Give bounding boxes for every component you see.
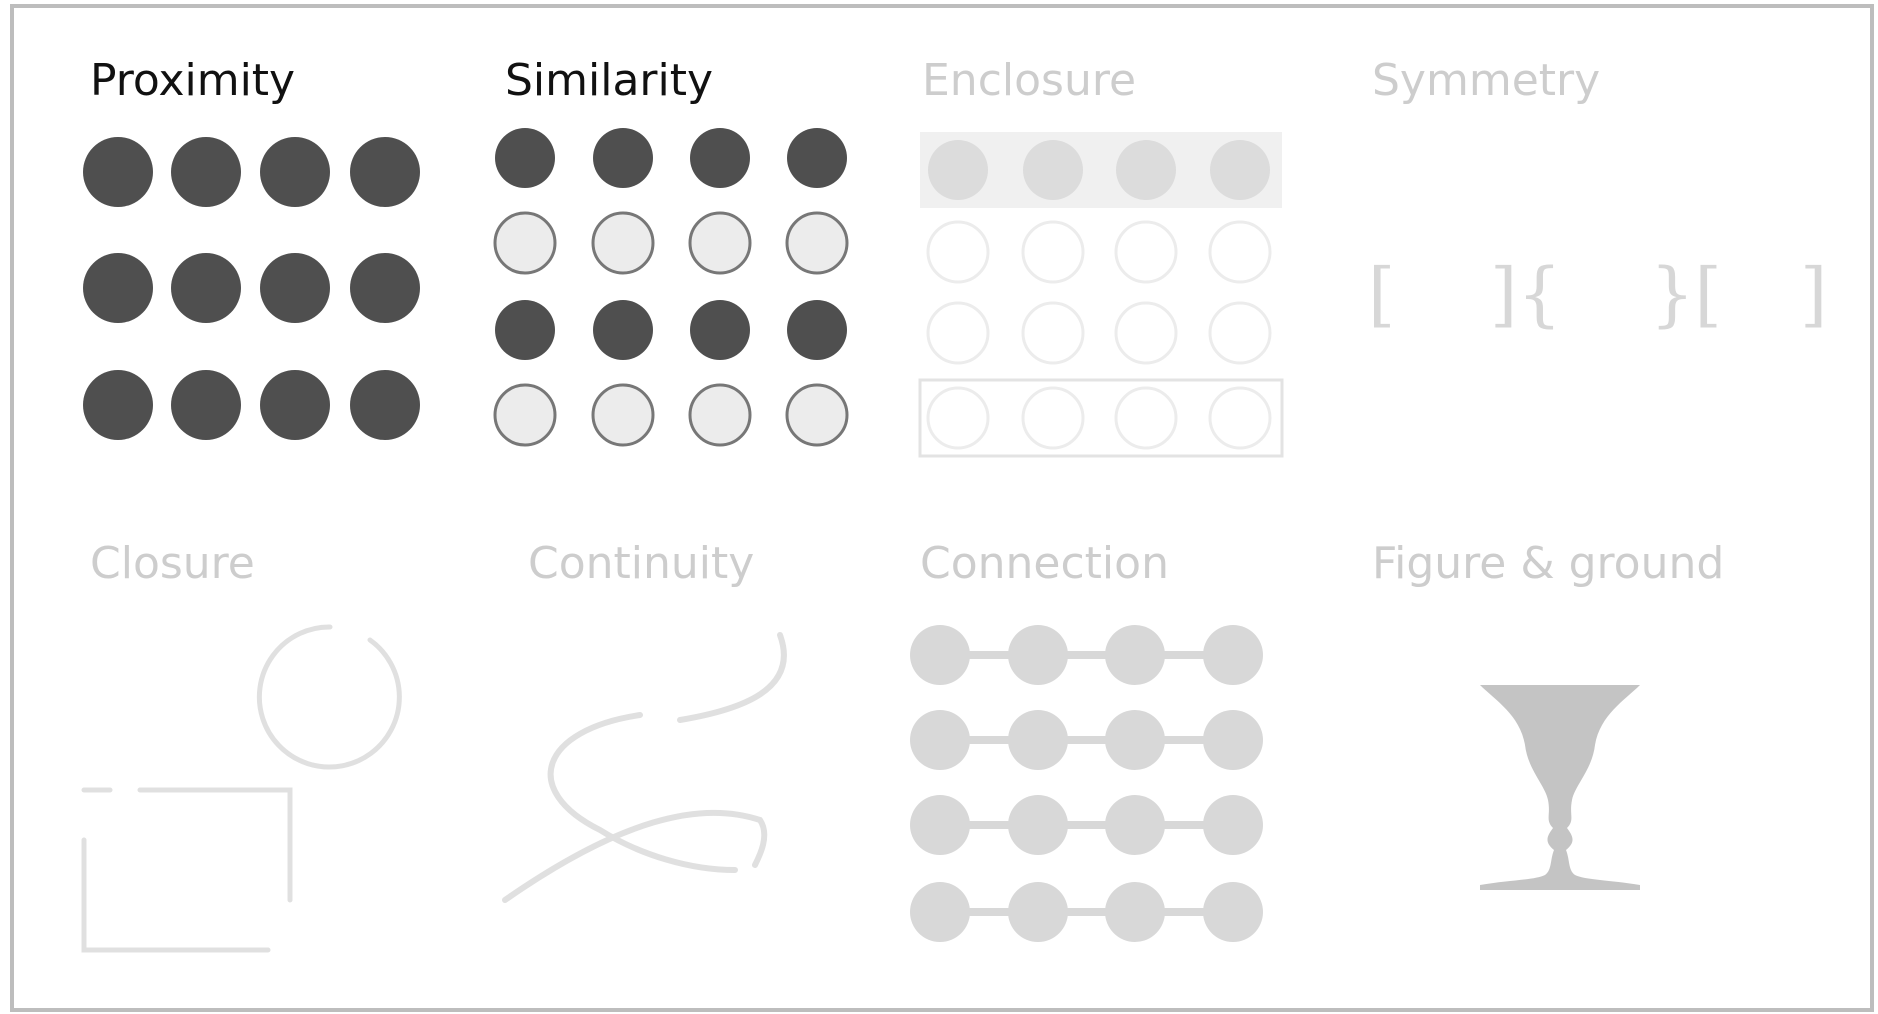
proximity-dot-grid xyxy=(83,137,420,440)
connection-dot xyxy=(1105,625,1165,685)
connection-dot xyxy=(1008,795,1068,855)
connection-dot xyxy=(1105,710,1165,770)
proximity-dot xyxy=(260,137,330,207)
similarity-dot xyxy=(591,383,655,447)
similarity-dot xyxy=(493,211,557,275)
closure-panel: Closure xyxy=(81,538,402,953)
closure-broken-circle xyxy=(256,624,402,770)
similarity-dot xyxy=(495,128,555,188)
enclosure-dot xyxy=(1114,301,1178,365)
enclosure-dot xyxy=(1021,301,1085,365)
connection-label: Connection xyxy=(920,538,1169,589)
connection-dot xyxy=(910,625,970,685)
enclosure-label: Enclosure xyxy=(922,55,1136,106)
similarity-dot xyxy=(688,211,752,275)
connection-dot xyxy=(1203,795,1263,855)
continuity-panel: Continuity xyxy=(502,538,787,903)
similarity-dot xyxy=(690,300,750,360)
similarity-dot xyxy=(690,128,750,188)
figure-ground-label: Figure & ground xyxy=(1372,538,1724,589)
similarity-dot xyxy=(787,128,847,188)
closure-label: Closure xyxy=(90,538,255,589)
connection-dot xyxy=(1203,882,1263,942)
continuity-curve-1 xyxy=(502,809,768,903)
symmetry-glyph-3: }[ xyxy=(1650,253,1722,335)
similarity-dot-grid xyxy=(493,128,849,447)
similarity-dot xyxy=(593,128,653,188)
proximity-dot xyxy=(350,253,420,323)
enclosure-panel: Enclosure xyxy=(918,55,1284,458)
continuity-curve-3 xyxy=(677,632,787,723)
figure-ground-panel: Figure & ground xyxy=(1372,538,1724,890)
closure-broken-square-a xyxy=(81,837,271,953)
enclosure-dot xyxy=(1208,301,1272,365)
proximity-dot xyxy=(171,137,241,207)
similarity-dot xyxy=(688,383,752,447)
enclosure-dot xyxy=(1210,140,1270,200)
connection-dot xyxy=(1105,795,1165,855)
enclosure-dot xyxy=(928,140,988,200)
enclosure-dot-grid xyxy=(926,140,1272,450)
similarity-dot xyxy=(591,211,655,275)
rubin-vase-icon xyxy=(1480,685,1640,890)
figure-frame xyxy=(10,4,1874,1012)
proximity-dot xyxy=(350,370,420,440)
proximity-panel: Proximity xyxy=(83,55,420,440)
similarity-panel: Similarity xyxy=(493,55,849,447)
proximity-dot xyxy=(260,370,330,440)
proximity-dot xyxy=(83,370,153,440)
enclosure-dot xyxy=(1114,386,1178,450)
connection-dot xyxy=(1008,882,1068,942)
enclosure-dot xyxy=(1023,140,1083,200)
enclosure-dot xyxy=(1208,220,1272,284)
similarity-dot xyxy=(593,300,653,360)
connection-panel: Connection xyxy=(910,538,1263,942)
similarity-dot xyxy=(785,211,849,275)
enclosure-bottom-box xyxy=(918,378,1284,458)
continuity-label: Continuity xyxy=(528,538,754,589)
proximity-dot xyxy=(171,253,241,323)
enclosure-dot xyxy=(1116,140,1176,200)
enclosure-dot xyxy=(1021,220,1085,284)
proximity-label: Proximity xyxy=(90,55,295,106)
enclosure-dot xyxy=(926,386,990,450)
connection-dot xyxy=(1008,625,1068,685)
enclosure-dot xyxy=(926,301,990,365)
enclosure-dot xyxy=(1021,386,1085,450)
proximity-dot xyxy=(83,253,153,323)
proximity-dot xyxy=(171,370,241,440)
similarity-dot xyxy=(495,300,555,360)
connection-dot xyxy=(910,795,970,855)
enclosure-dot xyxy=(1114,220,1178,284)
connection-dot-grid xyxy=(910,625,1263,942)
closure-broken-square-b xyxy=(137,787,293,903)
proximity-dot xyxy=(83,137,153,207)
symmetry-glyph-4: ] xyxy=(1800,253,1827,335)
connection-dot xyxy=(910,710,970,770)
continuity-curve-2 xyxy=(547,712,738,873)
similarity-dot xyxy=(493,383,557,447)
enclosure-dot xyxy=(926,220,990,284)
connection-dot xyxy=(1203,625,1263,685)
symmetry-glyph-1: [ xyxy=(1368,253,1395,335)
symmetry-label: Symmetry xyxy=(1372,55,1600,106)
connection-dot xyxy=(1203,710,1263,770)
similarity-dot xyxy=(787,300,847,360)
proximity-dot xyxy=(260,253,330,323)
connection-dot xyxy=(910,882,970,942)
similarity-label: Similarity xyxy=(505,55,713,106)
enclosure-dot xyxy=(1208,386,1272,450)
symmetry-glyph-2: ]{ xyxy=(1490,253,1562,335)
proximity-dot xyxy=(350,137,420,207)
symmetry-panel: Symmetry [ ]{ }[ ] xyxy=(1368,55,1827,335)
connection-dot xyxy=(1105,882,1165,942)
similarity-dot xyxy=(785,383,849,447)
connection-dot xyxy=(1008,710,1068,770)
